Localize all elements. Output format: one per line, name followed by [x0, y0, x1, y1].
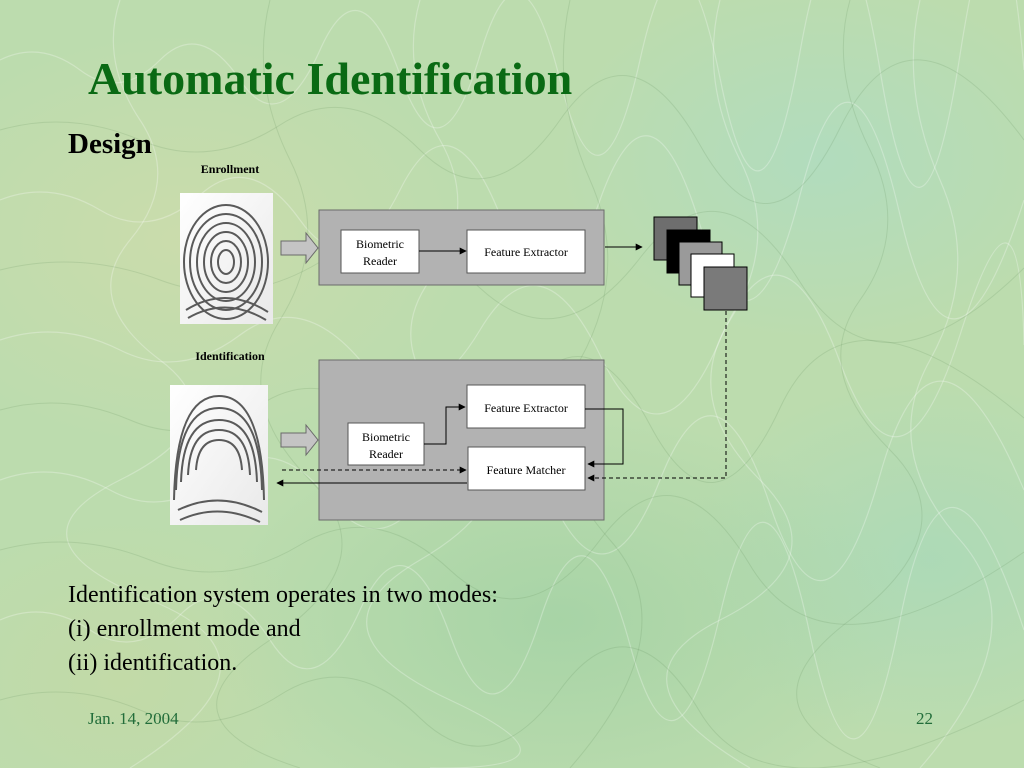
template-to-matcher-dashed-arrow	[587, 311, 727, 482]
svg-text:Feature Extractor: Feature Extractor	[484, 401, 568, 415]
identification-label: Identification	[195, 349, 265, 363]
svg-text:Feature Extractor: Feature Extractor	[484, 245, 568, 259]
svg-text:Reader: Reader	[363, 254, 397, 268]
body-text: Identification system operates in two mo…	[68, 578, 498, 680]
page-number: 22	[916, 709, 933, 728]
slide-title: Automatic Identification	[88, 53, 573, 104]
body-line: Identification system operates in two mo…	[68, 582, 498, 608]
identification-feature-extractor: Feature Extractor	[466, 384, 586, 429]
identification-feature-matcher: Feature Matcher	[467, 446, 586, 491]
body-line: (ii) identification.	[68, 650, 238, 676]
enrollment-input-arrow	[280, 231, 319, 265]
fingerprint-icon	[180, 193, 273, 324]
svg-text:Biometric: Biometric	[362, 430, 410, 444]
reader-to-extractor-arrow	[424, 403, 466, 445]
body-line: (i) enrollment mode and	[68, 616, 301, 642]
svg-text:Biometric: Biometric	[356, 237, 404, 251]
section-heading: Design	[68, 128, 152, 160]
footer-date: Jan. 14, 2004	[88, 709, 179, 728]
enrollment-biometric-reader: Biometric Reader	[340, 229, 420, 274]
template-stack-icon	[653, 216, 748, 311]
enrollment-label: Enrollment	[201, 162, 259, 176]
identification-biometric-reader: Biometric Reader	[347, 422, 425, 466]
extractor-to-matcher-arrow	[585, 408, 624, 468]
svg-text:Reader: Reader	[369, 447, 403, 461]
enrollment-feature-extractor: Feature Extractor	[466, 229, 586, 274]
fingerprint-icon	[170, 385, 268, 525]
identification-input-arrow	[280, 423, 319, 457]
svg-text:Feature Matcher: Feature Matcher	[487, 463, 566, 477]
